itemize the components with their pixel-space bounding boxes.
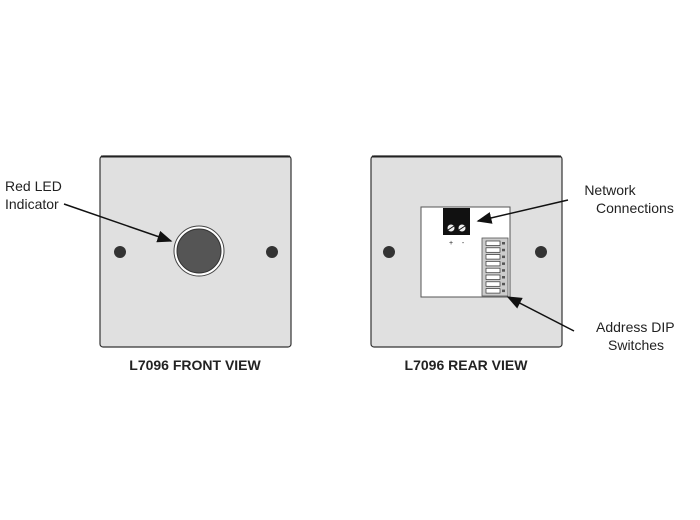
led-label-line1: Red LED xyxy=(5,178,62,194)
front-plate xyxy=(99,155,292,348)
terminal-minus-label: - xyxy=(462,240,465,247)
screw-hole-icon xyxy=(114,246,126,258)
screw-hole-icon xyxy=(383,246,395,258)
led-label-line2: Indicator xyxy=(5,196,59,212)
dip-label-line1: Address DIP xyxy=(596,319,675,335)
front-view-caption: L7096 FRONT VIEW xyxy=(129,357,261,373)
dip-switch xyxy=(485,247,501,253)
dip-label-line2: Switches xyxy=(608,337,664,353)
screw-hole-icon xyxy=(535,246,547,258)
network-label-line1: Network xyxy=(584,182,636,198)
dip-switch xyxy=(485,274,501,280)
dip-switch-marker xyxy=(502,242,505,245)
dip-switch-marker xyxy=(502,269,505,272)
terminal-plus-label: + xyxy=(449,240,453,247)
dip-switch-marker xyxy=(502,282,505,286)
dip-switch-marker xyxy=(502,255,505,259)
rear-plate: + - xyxy=(370,155,563,348)
dip-switch-marker xyxy=(502,248,505,252)
dip-switch-marker xyxy=(502,276,505,279)
network-label-line2: Connections xyxy=(596,200,674,216)
dip-switch xyxy=(485,240,501,246)
dip-switch xyxy=(485,267,501,274)
dip-switch xyxy=(485,254,501,260)
rear-view-caption: L7096 REAR VIEW xyxy=(405,357,529,373)
dip-arrow xyxy=(506,296,575,332)
dip-switch xyxy=(485,281,501,287)
dip-switch-marker xyxy=(502,289,505,293)
dip-switch-marker xyxy=(502,262,505,265)
network-terminal-block xyxy=(443,208,470,235)
dip-switch-block xyxy=(481,237,509,297)
led-arrow xyxy=(63,203,173,243)
dip-switch xyxy=(485,288,501,294)
red-led-indicator xyxy=(173,225,225,277)
screw-hole-icon xyxy=(266,246,278,258)
network-arrow xyxy=(476,199,569,224)
dip-switch xyxy=(485,261,501,267)
